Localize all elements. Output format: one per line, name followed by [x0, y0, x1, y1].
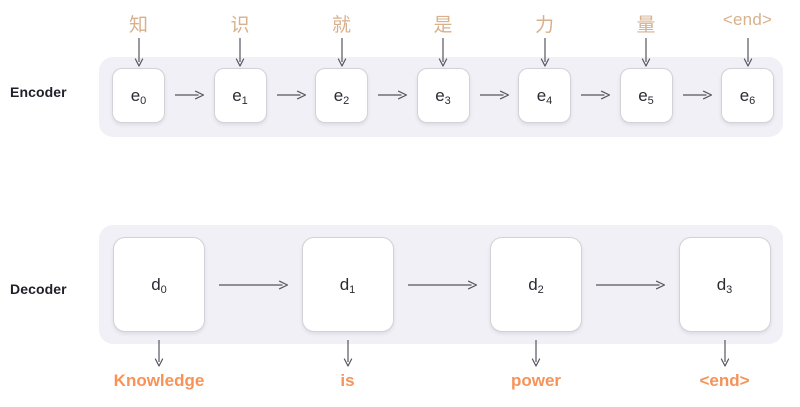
decoder-cell-d3[interactable]: d3 [678, 237, 771, 332]
decoder-row-label: Decoder [10, 281, 67, 297]
cell-label: d1 [339, 275, 356, 296]
encoder-input-token-3: 是 [433, 15, 453, 36]
cell-label: e0 [130, 86, 147, 107]
encoder-input-token-5: 量 [636, 15, 656, 36]
encoder-cell-e2[interactable]: e2 [315, 68, 368, 123]
decoder-output-token-3: <end> [699, 371, 750, 390]
encoder-input-token-4: 力 [534, 15, 555, 36]
cell-label: e5 [638, 86, 654, 107]
encoder-cell-e1[interactable]: e1 [213, 68, 267, 123]
cell-label: e3 [435, 86, 451, 107]
decoder-output-token-0: Knowledge [113, 371, 205, 390]
cell-label: d3 [716, 275, 733, 296]
cell-label: e2 [333, 86, 350, 107]
cell-label: d2 [528, 275, 544, 296]
decoder-output-token-2: power [510, 371, 562, 390]
encoder-cell-e3[interactable]: e3 [416, 68, 470, 123]
encoder-input-token-0: 知 [128, 15, 149, 36]
decoder-cell-d0[interactable]: d0 [113, 237, 205, 332]
encoder-input-token-1: 识 [230, 15, 250, 36]
encoder-row-label: Encoder [10, 84, 67, 100]
cell-label: d0 [151, 275, 167, 296]
cell-label: e1 [232, 86, 248, 107]
cell-label: e6 [739, 86, 756, 107]
decoder-cell-d1[interactable]: d1 [301, 237, 394, 332]
decoder-cell-d2[interactable]: d2 [490, 237, 582, 332]
decoder-output-token-1: is [340, 371, 355, 390]
encoder-cell-e5[interactable]: e5 [619, 68, 673, 123]
encoder-cell-e0[interactable]: e0 [112, 68, 165, 123]
encoder-cell-e6[interactable]: e6 [721, 68, 774, 123]
encoder-cell-e4[interactable]: e4 [518, 68, 571, 123]
encoder-input-token-6: <end> [722, 10, 773, 29]
encoder-input-token-2: 就 [331, 15, 352, 36]
cell-label: e4 [536, 86, 553, 107]
